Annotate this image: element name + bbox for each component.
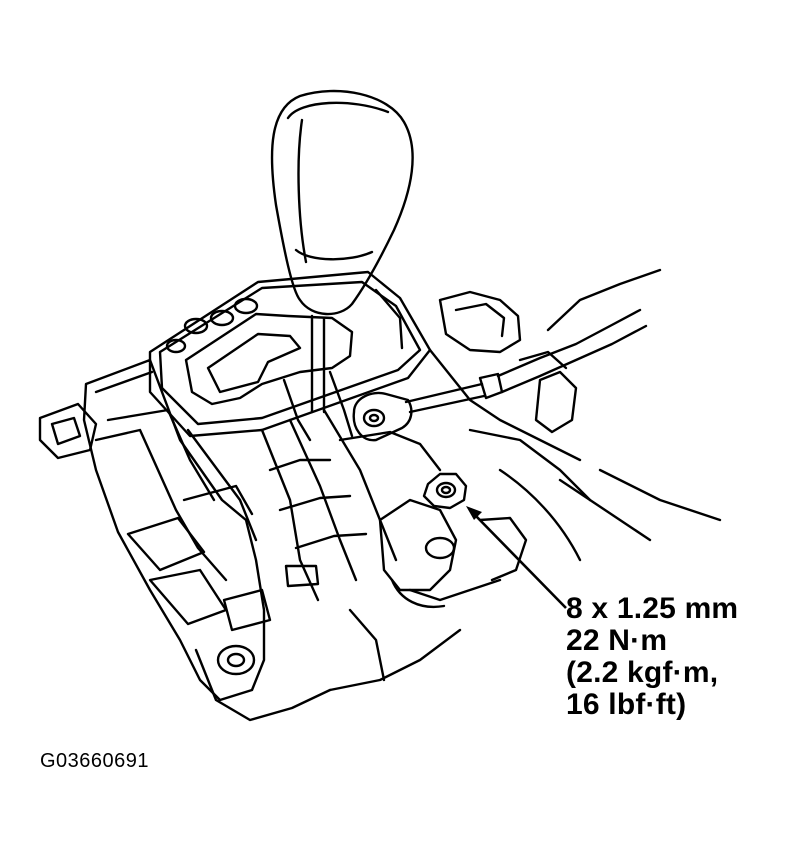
callout-line-thread-size: 8 x 1.25 mm (566, 592, 739, 625)
shift-housing (38, 358, 266, 702)
lower-assembly (328, 468, 722, 692)
shift-cable (352, 308, 648, 442)
cable-bracket (428, 268, 662, 562)
indicator-panel (148, 270, 432, 438)
callout-line-torque-kgfm: (2.2 kgf·m, (566, 656, 719, 689)
base-plate (194, 588, 332, 722)
torque-callout: 8 x 1.25 mm 22 N·m (2.2 kgf·m, 16 lbf·ft… (566, 593, 738, 721)
shift-knob (270, 89, 414, 316)
figure-id: G03660691 (40, 750, 150, 772)
callout-line-torque-nm: 22 N·m (566, 624, 668, 657)
callout-line-torque-lbfft: 16 lbf·ft) (566, 688, 687, 721)
mounting-nut (422, 472, 468, 510)
inner-linkage (260, 370, 442, 602)
callout-arrow (466, 506, 567, 609)
